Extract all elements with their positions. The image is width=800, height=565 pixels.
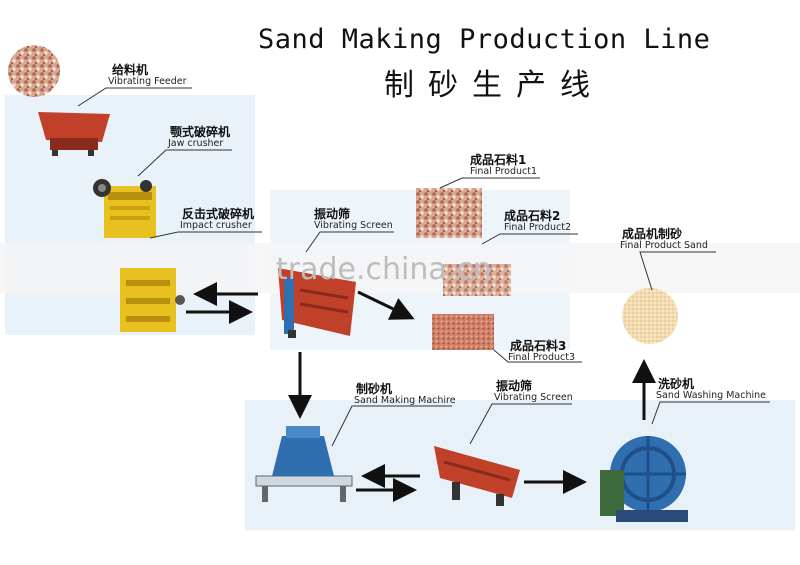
label-impact-en: Impact crusher bbox=[180, 220, 252, 231]
label-final2-cn: 成品石料2 bbox=[504, 209, 561, 223]
label-sandfinal-en: Final Product Sand bbox=[620, 240, 708, 251]
label-impact-cn: 反击式破碎机 bbox=[182, 207, 255, 221]
flow-arrows bbox=[186, 282, 656, 502]
final-product-sand-swatch bbox=[622, 288, 678, 344]
sand-making-machine-icon bbox=[255, 426, 353, 502]
label-final2-en: Final Product2 bbox=[504, 222, 572, 233]
impact-crusher-icon bbox=[120, 268, 185, 332]
sand-washing-machine-icon bbox=[600, 436, 688, 522]
label-final1-cn: 成品石料1 bbox=[470, 153, 527, 167]
label-sandmaker-en: Sand Making Machire bbox=[354, 395, 456, 406]
vibrating-screen-2-icon bbox=[434, 446, 520, 506]
label-jaw-en: Jaw crusher bbox=[168, 138, 224, 149]
label-final3-en: Final Product3 bbox=[508, 352, 576, 363]
label-screen2-cn: 振动筛 bbox=[496, 379, 533, 393]
vibrating-feeder-icon bbox=[38, 112, 110, 156]
label-sandmaker-cn: 制砂机 bbox=[356, 382, 393, 396]
leader-lines bbox=[77, 87, 770, 447]
label-final3-cn: 成品石料3 bbox=[510, 339, 567, 353]
vibrating-screen-1-icon bbox=[278, 268, 356, 338]
label-screen1-en: Vibrating Screen bbox=[314, 220, 393, 231]
label-screen1-cn: 振动筛 bbox=[314, 207, 351, 221]
label-washer-cn: 洗砂机 bbox=[658, 377, 695, 391]
label-screen2-en: Vibrating Screen bbox=[494, 392, 573, 403]
final-product-1-swatch bbox=[416, 188, 482, 238]
title-english: Sand Making Production Line bbox=[258, 24, 711, 55]
jaw-crusher-icon bbox=[93, 179, 156, 238]
title-chinese: 制砂生产线 bbox=[384, 68, 604, 103]
label-final1-en: Final Product1 bbox=[470, 166, 538, 177]
final-product-3-swatch bbox=[432, 314, 494, 350]
label-sandfinal-cn: 成品机制砂 bbox=[622, 227, 683, 241]
background-panel-bottom bbox=[245, 400, 795, 530]
label-feeder-cn: 给料机 bbox=[112, 63, 149, 77]
raw-stone-icon bbox=[8, 45, 60, 97]
label-feeder-en: Vibrating Feeder bbox=[108, 76, 187, 87]
label-washer-en: Sand Washing Machine bbox=[656, 390, 766, 401]
label-jaw-cn: 颚式破碎机 bbox=[170, 125, 231, 139]
final-product-2-swatch bbox=[443, 264, 511, 296]
watermark: trade.china.cn bbox=[276, 252, 492, 287]
